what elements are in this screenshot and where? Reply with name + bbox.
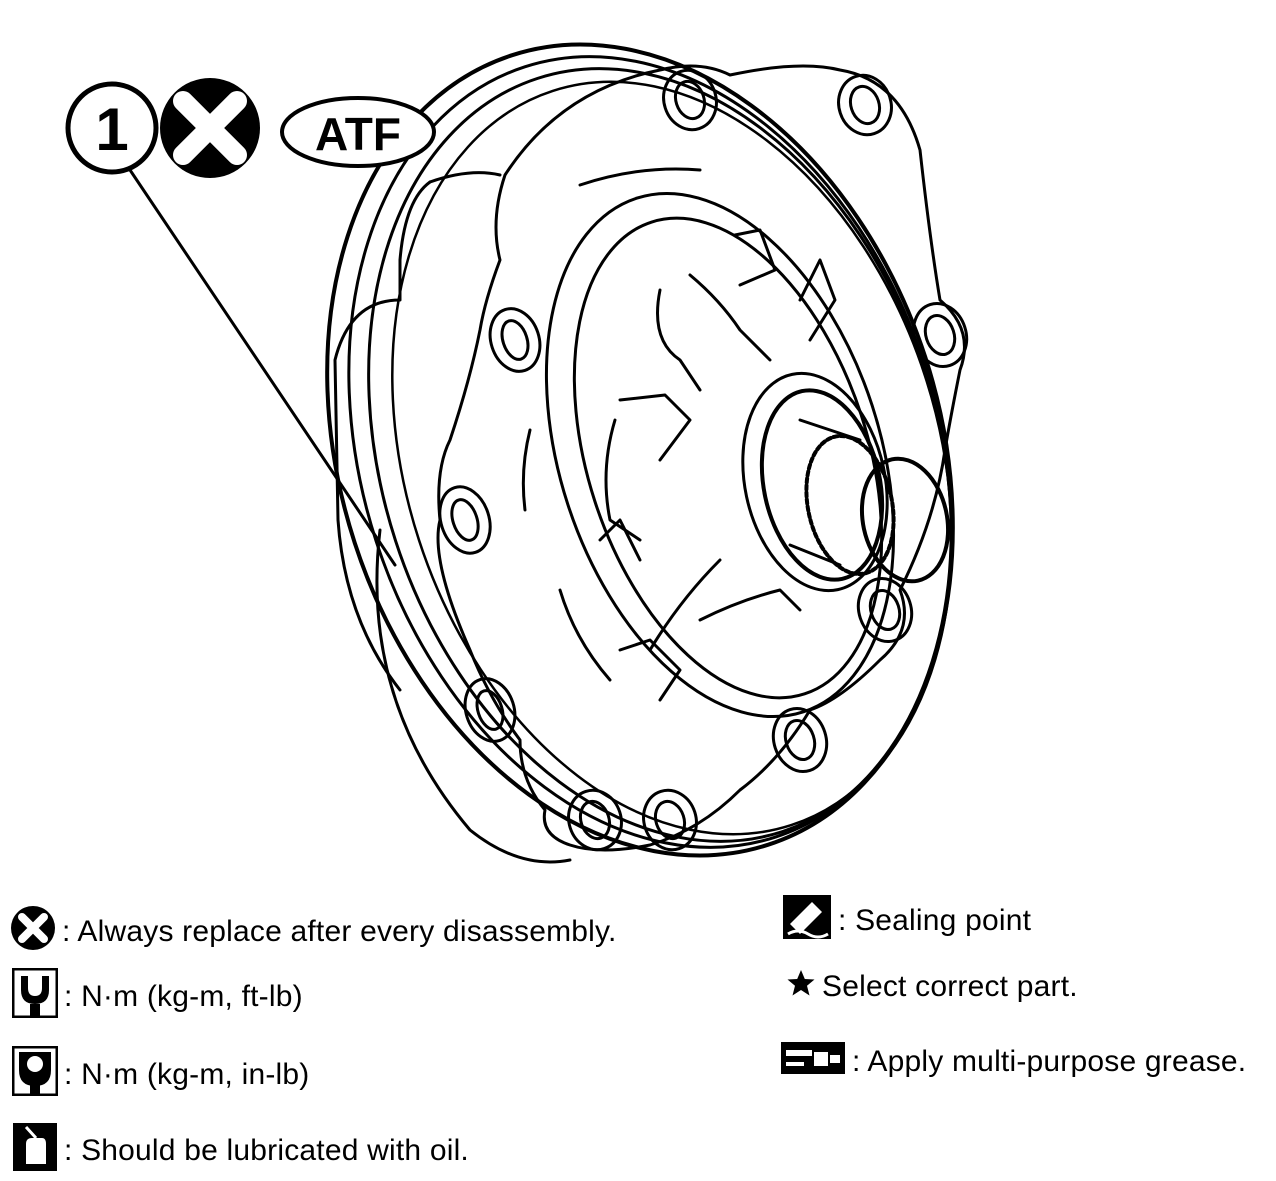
hub-flange [741,371,889,593]
flange-rim-4 [391,80,953,836]
x-circle-icon [160,78,260,178]
atf-badge: ATF [280,96,436,168]
pump-rear-housing [333,180,432,692]
shaft-splines [804,433,896,577]
pump-body-outer [544,191,896,719]
bolt-holes [438,68,969,852]
callout-part-number: 1 [65,81,159,175]
hub-seal [759,388,885,582]
callout-leader [128,168,397,567]
legend-select: Select correct part. [786,968,1078,1006]
legend-grease-text: : Apply multi-purpose grease. [852,1045,1247,1078]
legend-grease: : Apply multi-purpose grease. [780,1040,1246,1084]
x-circle-icon [10,905,56,959]
legend-oil: : Should be lubricated with oil. [12,1122,469,1180]
callout-number: 1 [95,96,128,163]
oil-can-icon [12,1122,58,1180]
torque-wrench-inlb-icon [11,1045,59,1104]
star-icon [786,968,816,1006]
oil-pump-illustration: 1 ATF [65,42,969,864]
legend-select-text: Select correct part. [822,970,1078,1003]
flange-rim-3 [367,67,953,843]
legend-sealing: : Sealing point [782,894,1031,948]
atf-label: ATF [315,108,401,160]
sealant-tube-icon [782,894,832,948]
pump-rear-lug [428,171,502,184]
legend-torque-ft: : N·m (kg-m, ft-lb) [11,967,303,1026]
legend-torque-ft-text: : N·m (kg-m, ft-lb) [64,980,303,1013]
legend-replace: : Always replace after every disassembly… [10,905,617,959]
legend-sealing-text: : Sealing point [838,904,1032,937]
shaft-end [859,456,951,584]
legend-torque-in: : N·m (kg-m, in-lb) [11,1045,310,1104]
rear-face-edge [375,528,572,864]
torque-wrench-icon [11,967,59,1026]
legend-torque-in-text: : N·m (kg-m, in-lb) [64,1058,310,1091]
cast-ribs [521,167,837,702]
grease-gun-icon [780,1040,846,1084]
legend-replace-text: : Always replace after every disassembly… [62,915,617,948]
legend-oil-text: : Should be lubricated with oil. [64,1134,469,1167]
